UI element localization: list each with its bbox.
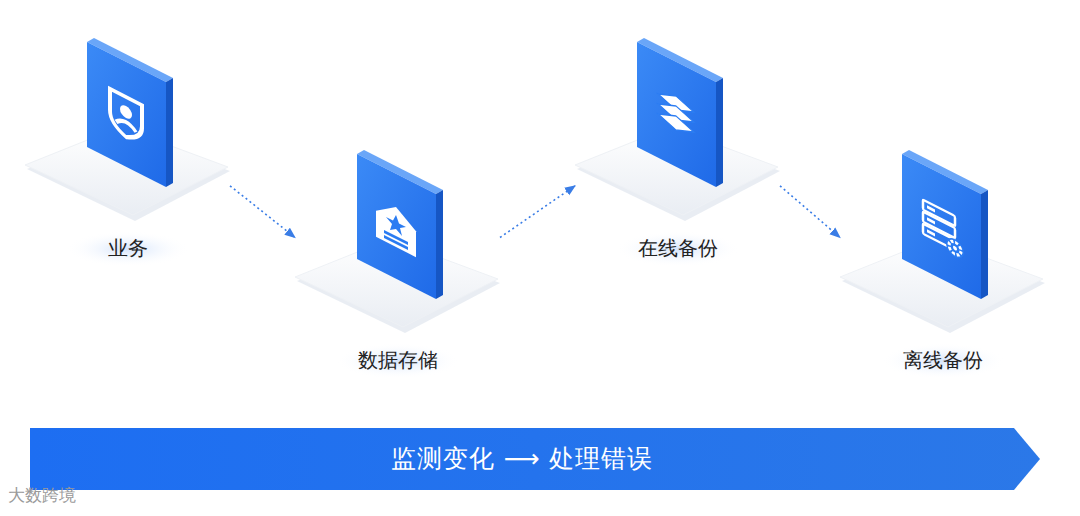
process-card: 数据存储 [295,147,500,379]
card-tile [295,150,500,333]
banner-shape [30,428,1040,490]
card-tile [575,38,780,221]
card-tile [25,38,230,221]
process-banner: 监测变化 ⟶ 处理错误 [30,428,1040,490]
process-card: 业务 [25,35,230,267]
banner-text: 监测变化 ⟶ 处理错误 [30,428,1040,490]
card-illustration [575,35,780,267]
node-label: 离线备份 [903,347,983,373]
node-label: 在线备份 [638,235,718,261]
dotted-arrow [780,186,840,238]
layers-icon [658,87,694,139]
watermark: 大数跨境 [8,484,76,507]
node-label: 业务 [108,235,148,261]
card-illustration [840,147,1045,379]
label-glow [616,231,740,267]
dotted-arrow [500,186,575,238]
node-label: 数据存储 [358,347,438,373]
label-glow [881,343,1005,379]
process-card: 离线备份 [840,147,1045,379]
shield-icon [110,89,142,145]
card-illustration [25,35,230,267]
card-illustration [295,147,500,379]
card-tile [840,150,1045,333]
server-icon [923,200,964,262]
label-glow [336,343,460,379]
process-card: 在线备份 [575,35,780,267]
label-glow [66,231,190,267]
house-icon [376,197,416,257]
dotted-arrow [230,186,295,238]
